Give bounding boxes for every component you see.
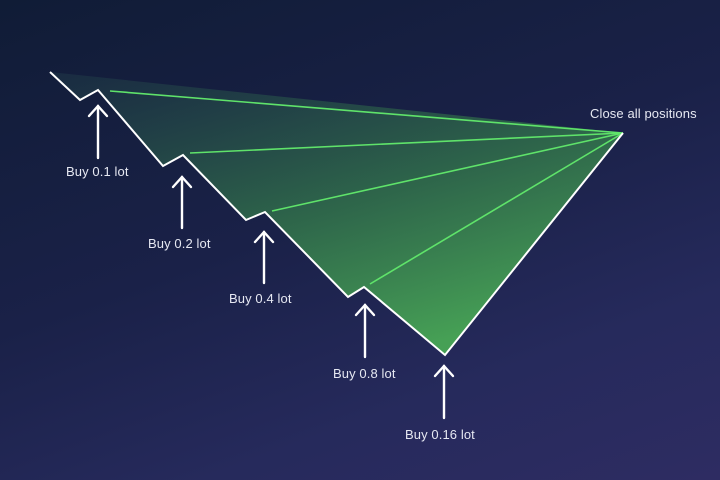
entry-label-5: Buy 0.16 lot (405, 427, 475, 442)
entry-arrows (87, 104, 455, 420)
entry-label-1: Buy 0.1 lot (66, 164, 129, 179)
entry-label-3: Buy 0.4 lot (229, 291, 292, 306)
target-line-1 (109, 90, 624, 134)
arrow-up-icon (354, 303, 376, 359)
target-lines (109, 90, 624, 285)
profit-area (50, 72, 623, 355)
arrow-up-icon (87, 104, 109, 160)
entry-label-4: Buy 0.8 lot (333, 366, 396, 381)
target-line-3 (271, 132, 624, 212)
arrow-up-icon (171, 175, 193, 230)
target-line-2 (189, 132, 624, 154)
target-label: Close all positions (590, 106, 697, 121)
entry-label-2: Buy 0.2 lot (148, 236, 211, 251)
price-line (49, 71, 624, 357)
arrow-up-icon (433, 364, 455, 420)
target-line-4 (369, 132, 624, 285)
arrow-up-icon (253, 230, 275, 285)
